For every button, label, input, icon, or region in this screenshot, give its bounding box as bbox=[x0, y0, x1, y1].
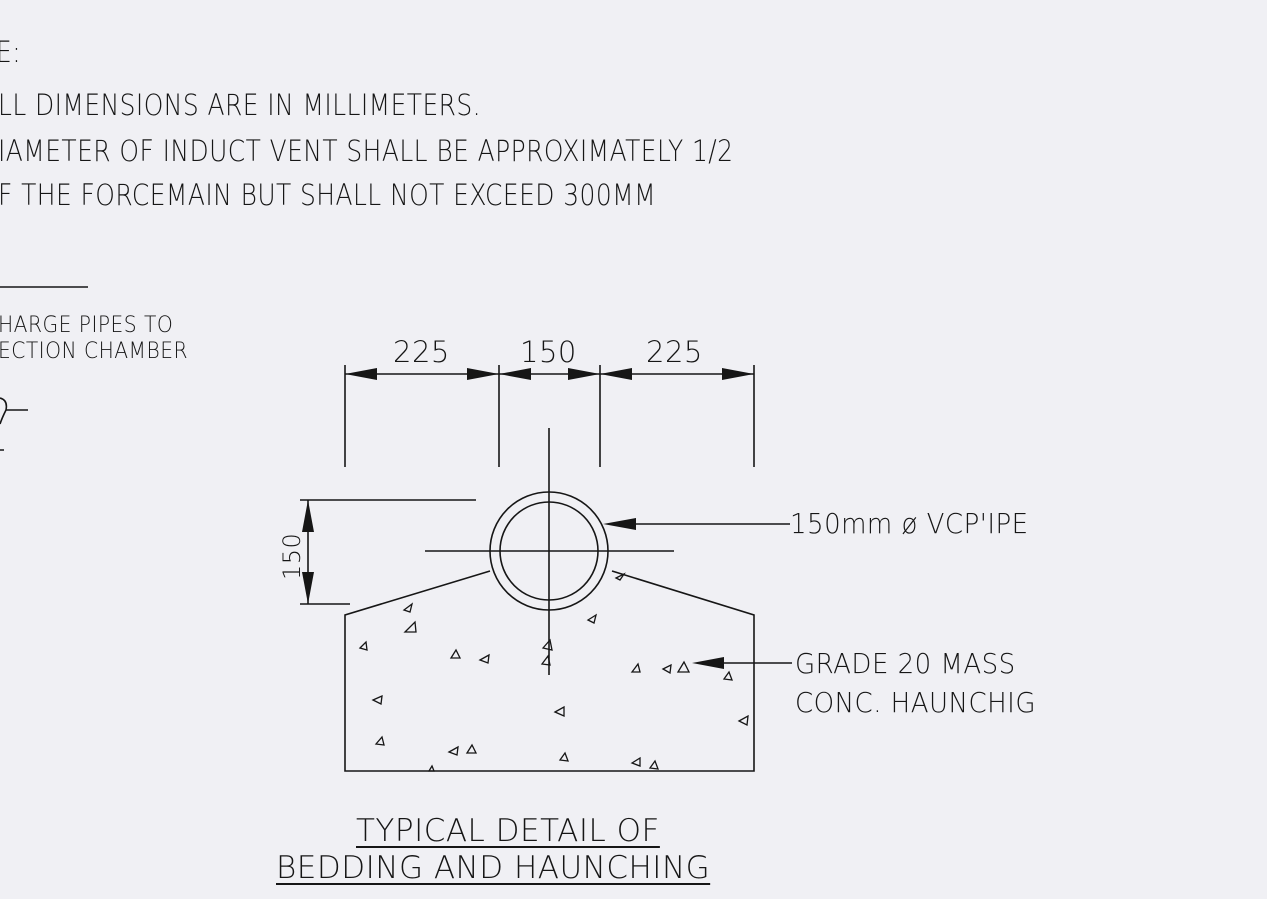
arrowhead-vertical-bottom bbox=[302, 572, 314, 604]
note-line-3: F THE FORCEMAIN BUT SHALL NOT EXCEED 300… bbox=[0, 178, 657, 212]
aggregate-mark bbox=[405, 622, 416, 632]
pipe-callout: 150mm ø VCP'IPE bbox=[790, 507, 1029, 540]
left-fragment-line-1: HARGE PIPES TO bbox=[0, 313, 174, 338]
aggregate-mark bbox=[724, 672, 732, 680]
aggregate-mark bbox=[449, 747, 458, 755]
note-line-2: IAMETER OF INDUCT VENT SHALL BE APPROXIM… bbox=[0, 134, 734, 168]
aggregate-mark bbox=[632, 758, 640, 766]
dimension-center-150: 150 bbox=[520, 335, 577, 369]
aggregate-mark bbox=[739, 716, 748, 725]
aggregate-mark bbox=[650, 761, 658, 769]
dimension-left-225: 225 bbox=[393, 335, 450, 369]
arrowhead-haunch-callout bbox=[692, 657, 724, 669]
aggregate-mark bbox=[542, 656, 550, 665]
aggregate-mark bbox=[360, 642, 367, 650]
aggregate-mark bbox=[678, 662, 689, 672]
haunch-callout-line-2: CONC. HAUNCHIG bbox=[795, 686, 1036, 719]
arrowhead-dim-left-end bbox=[467, 368, 499, 380]
concrete-aggregate-marks bbox=[360, 574, 748, 771]
arrowhead-vertical-top bbox=[302, 500, 314, 532]
aggregate-mark bbox=[663, 665, 671, 673]
pipe-inner-circle bbox=[500, 502, 598, 600]
left-fragment-line-2: ECTION CHAMBER bbox=[0, 339, 188, 364]
detail-title-line-1: TYPICAL DETAIL OF bbox=[356, 813, 660, 849]
detail-title-line-2: BEDDING AND HAUNCHING bbox=[276, 850, 711, 886]
aggregate-mark bbox=[451, 650, 460, 658]
arrowhead-dim-right-end bbox=[722, 368, 754, 380]
aggregate-mark bbox=[376, 737, 384, 745]
aggregate-mark bbox=[467, 745, 476, 753]
arrowhead-dim-right-start bbox=[600, 368, 632, 380]
arrowhead-dim-center-end bbox=[568, 368, 600, 380]
aggregate-mark bbox=[616, 574, 624, 580]
aggregate-mark bbox=[632, 664, 640, 672]
aggregate-mark bbox=[543, 640, 552, 650]
haunch-callout-line-1: GRADE 20 MASS bbox=[795, 647, 1016, 680]
aggregate-mark bbox=[555, 707, 564, 716]
dimension-right-225: 225 bbox=[646, 335, 703, 369]
note-line-1: LL DIMENSIONS ARE IN MILLIMETERS. bbox=[0, 88, 482, 122]
arrowhead-dim-left-start bbox=[345, 368, 377, 380]
left-fragment-mark bbox=[0, 398, 28, 450]
aggregate-mark bbox=[404, 604, 412, 612]
notes-heading: E: bbox=[0, 35, 22, 69]
pipe-outer-circle bbox=[490, 492, 608, 610]
aggregate-mark bbox=[373, 696, 382, 704]
haunch-outline bbox=[345, 571, 754, 771]
aggregate-mark bbox=[588, 615, 596, 623]
aggregate-mark bbox=[480, 655, 489, 663]
arrowhead-dim-center-start bbox=[499, 368, 531, 380]
arrowhead-pipe-callout bbox=[603, 518, 636, 530]
aggregate-mark bbox=[429, 766, 434, 771]
aggregate-mark bbox=[560, 753, 568, 761]
